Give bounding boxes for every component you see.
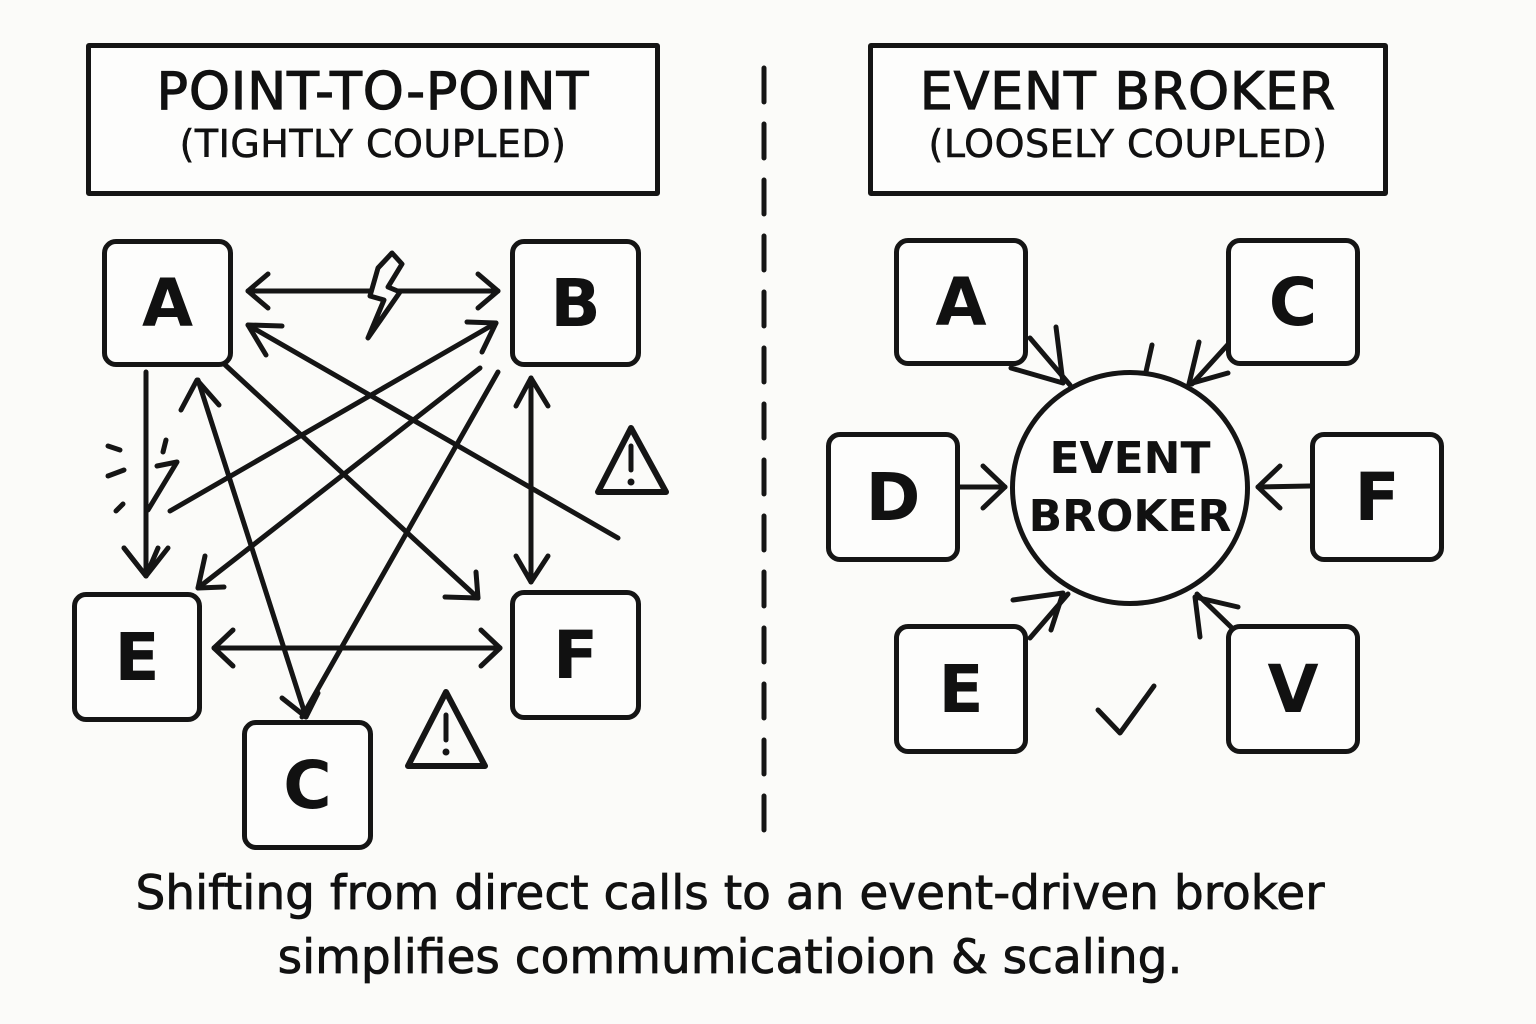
broker-label-line2: BROKER — [1028, 491, 1232, 542]
left-node-c: C — [242, 720, 373, 850]
right-panel-title-box: EVENT BROKER (LOOSELY COUPLED) — [868, 43, 1388, 196]
arrow-e-broker — [1010, 590, 1071, 641]
spark-icon — [105, 437, 180, 514]
arrow-e-b — [167, 319, 499, 514]
right-node-a: A — [894, 238, 1028, 366]
right-panel-subtitle: (LOOSELY COUPLED) — [928, 122, 1328, 167]
checkmark-icon — [1095, 683, 1157, 736]
arrow-b-c — [299, 369, 501, 720]
lightning-icon — [365, 250, 405, 341]
left-node-e: E — [72, 592, 202, 722]
right-node-v: V — [1226, 624, 1360, 754]
left-node-f: F — [510, 590, 641, 720]
arrow-b-e — [195, 365, 483, 591]
event-broker-circle: EVENT BROKER — [1010, 370, 1250, 606]
right-node-c: C — [1226, 238, 1360, 366]
broker-label-line1: EVENT — [1049, 433, 1211, 484]
arrow-f-a — [245, 322, 621, 541]
right-node-f: F — [1310, 432, 1444, 562]
left-node-b: B — [510, 239, 641, 367]
caption-line1: Shifting from direct calls to an event-d… — [135, 866, 1325, 922]
arrow-b-f — [513, 375, 551, 585]
arrow-a-broker — [1008, 324, 1073, 388]
arrow-v-broker — [1192, 591, 1241, 640]
arrow-f-broker — [1255, 463, 1313, 511]
warning-icon — [595, 425, 669, 495]
right-panel-title: EVENT BROKER — [919, 61, 1337, 122]
left-panel-subtitle: (TIGHTLY COUPLED) — [179, 122, 567, 167]
arrow-e-f — [211, 627, 503, 669]
warning-icon — [405, 689, 488, 769]
arrow-a-f — [219, 359, 481, 601]
right-node-e: E — [894, 624, 1028, 754]
arrow-d-broker — [955, 463, 1008, 511]
right-node-d: D — [826, 432, 960, 562]
left-panel-title-box: POINT-TO-POINT (TIGHTLY COUPLED) — [86, 43, 660, 196]
left-panel-title: POINT-TO-POINT — [156, 61, 590, 122]
left-node-a: A — [102, 239, 233, 367]
arrow-a-e — [121, 369, 171, 579]
caption-line2: simplifies commumicatioion & scaling. — [277, 930, 1183, 986]
arrowhead-c-broker — [1186, 339, 1231, 387]
